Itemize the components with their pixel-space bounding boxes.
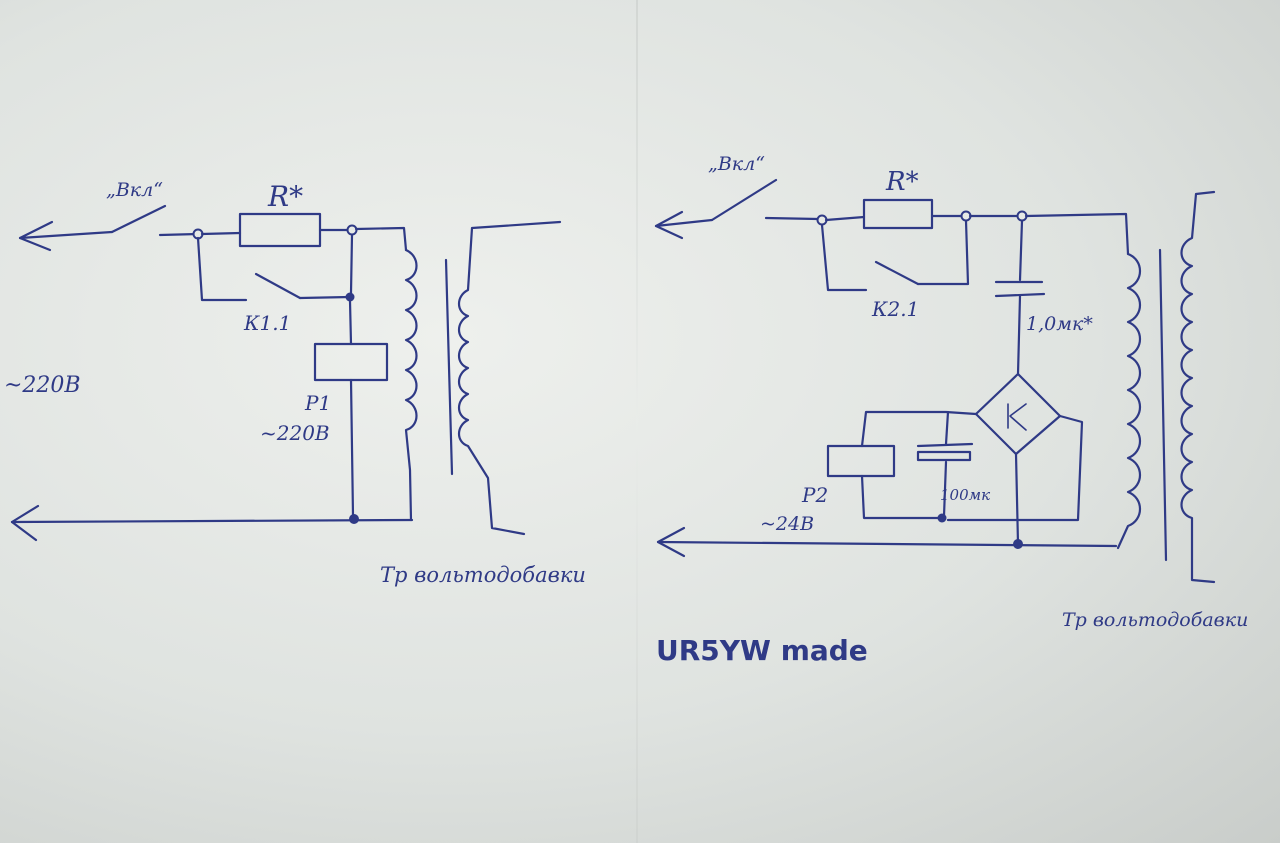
left-mains-label: ~220В	[4, 373, 81, 398]
left-top-arrow	[18, 220, 114, 252]
right-top-arrow	[654, 210, 714, 240]
left-circuit	[10, 204, 562, 542]
left-transformer-secondary	[457, 220, 562, 536]
left-resistor-label: R*	[267, 180, 303, 213]
right-contact-label: К2.1	[871, 297, 919, 321]
right-relay-label: Р2	[801, 483, 828, 507]
right-bottom-arrow	[656, 526, 1118, 558]
left-relay-voltage: ~220В	[260, 421, 330, 445]
left-transformer-core	[444, 258, 454, 476]
left-transformer-primary	[404, 248, 418, 522]
right-electrolytic-label: 100мк	[940, 486, 990, 504]
left-contact-label: К1.1	[243, 311, 291, 335]
right-transformer-secondary	[1180, 190, 1216, 584]
left-resistor	[238, 212, 322, 248]
left-contact-k11	[254, 272, 302, 300]
left-node-4	[349, 514, 359, 524]
right-relay-voltage: ~24В	[760, 513, 814, 535]
right-electrolytic-plate-2	[916, 450, 972, 462]
right-electrolytic-plate-1	[916, 442, 974, 448]
left-node-2	[346, 224, 358, 236]
left-switch-label: „Вкл“	[106, 179, 163, 201]
left-switch	[110, 204, 167, 234]
left-node-3	[345, 292, 355, 302]
right-transformer-label: Тр вольтодобавки	[1062, 609, 1248, 631]
left-relay-coil	[313, 342, 389, 382]
left-bottom-arrow	[10, 504, 414, 542]
right-diode-bridge	[974, 372, 1062, 456]
right-bridge-diode-symbol	[1007, 403, 1027, 431]
left-transformer-label: Тр вольтодобавки	[380, 563, 586, 587]
right-capacitor-label: 1,0мк*	[1026, 313, 1093, 335]
right-circuit	[654, 178, 1216, 584]
left-relay-label: Р1	[304, 391, 331, 415]
right-switch-label: „Вкл“	[708, 153, 765, 175]
right-resistor	[862, 198, 934, 230]
right-relay-coil	[826, 444, 896, 478]
right-resistor-label: R*	[885, 167, 919, 197]
right-node-5	[1013, 539, 1023, 549]
signature: UR5YW made	[656, 634, 868, 667]
right-switch	[710, 178, 778, 222]
right-contact-k21	[874, 260, 920, 286]
paper-fold	[636, 0, 638, 843]
right-transformer-primary	[1116, 252, 1142, 550]
right-transformer-core	[1158, 248, 1168, 562]
